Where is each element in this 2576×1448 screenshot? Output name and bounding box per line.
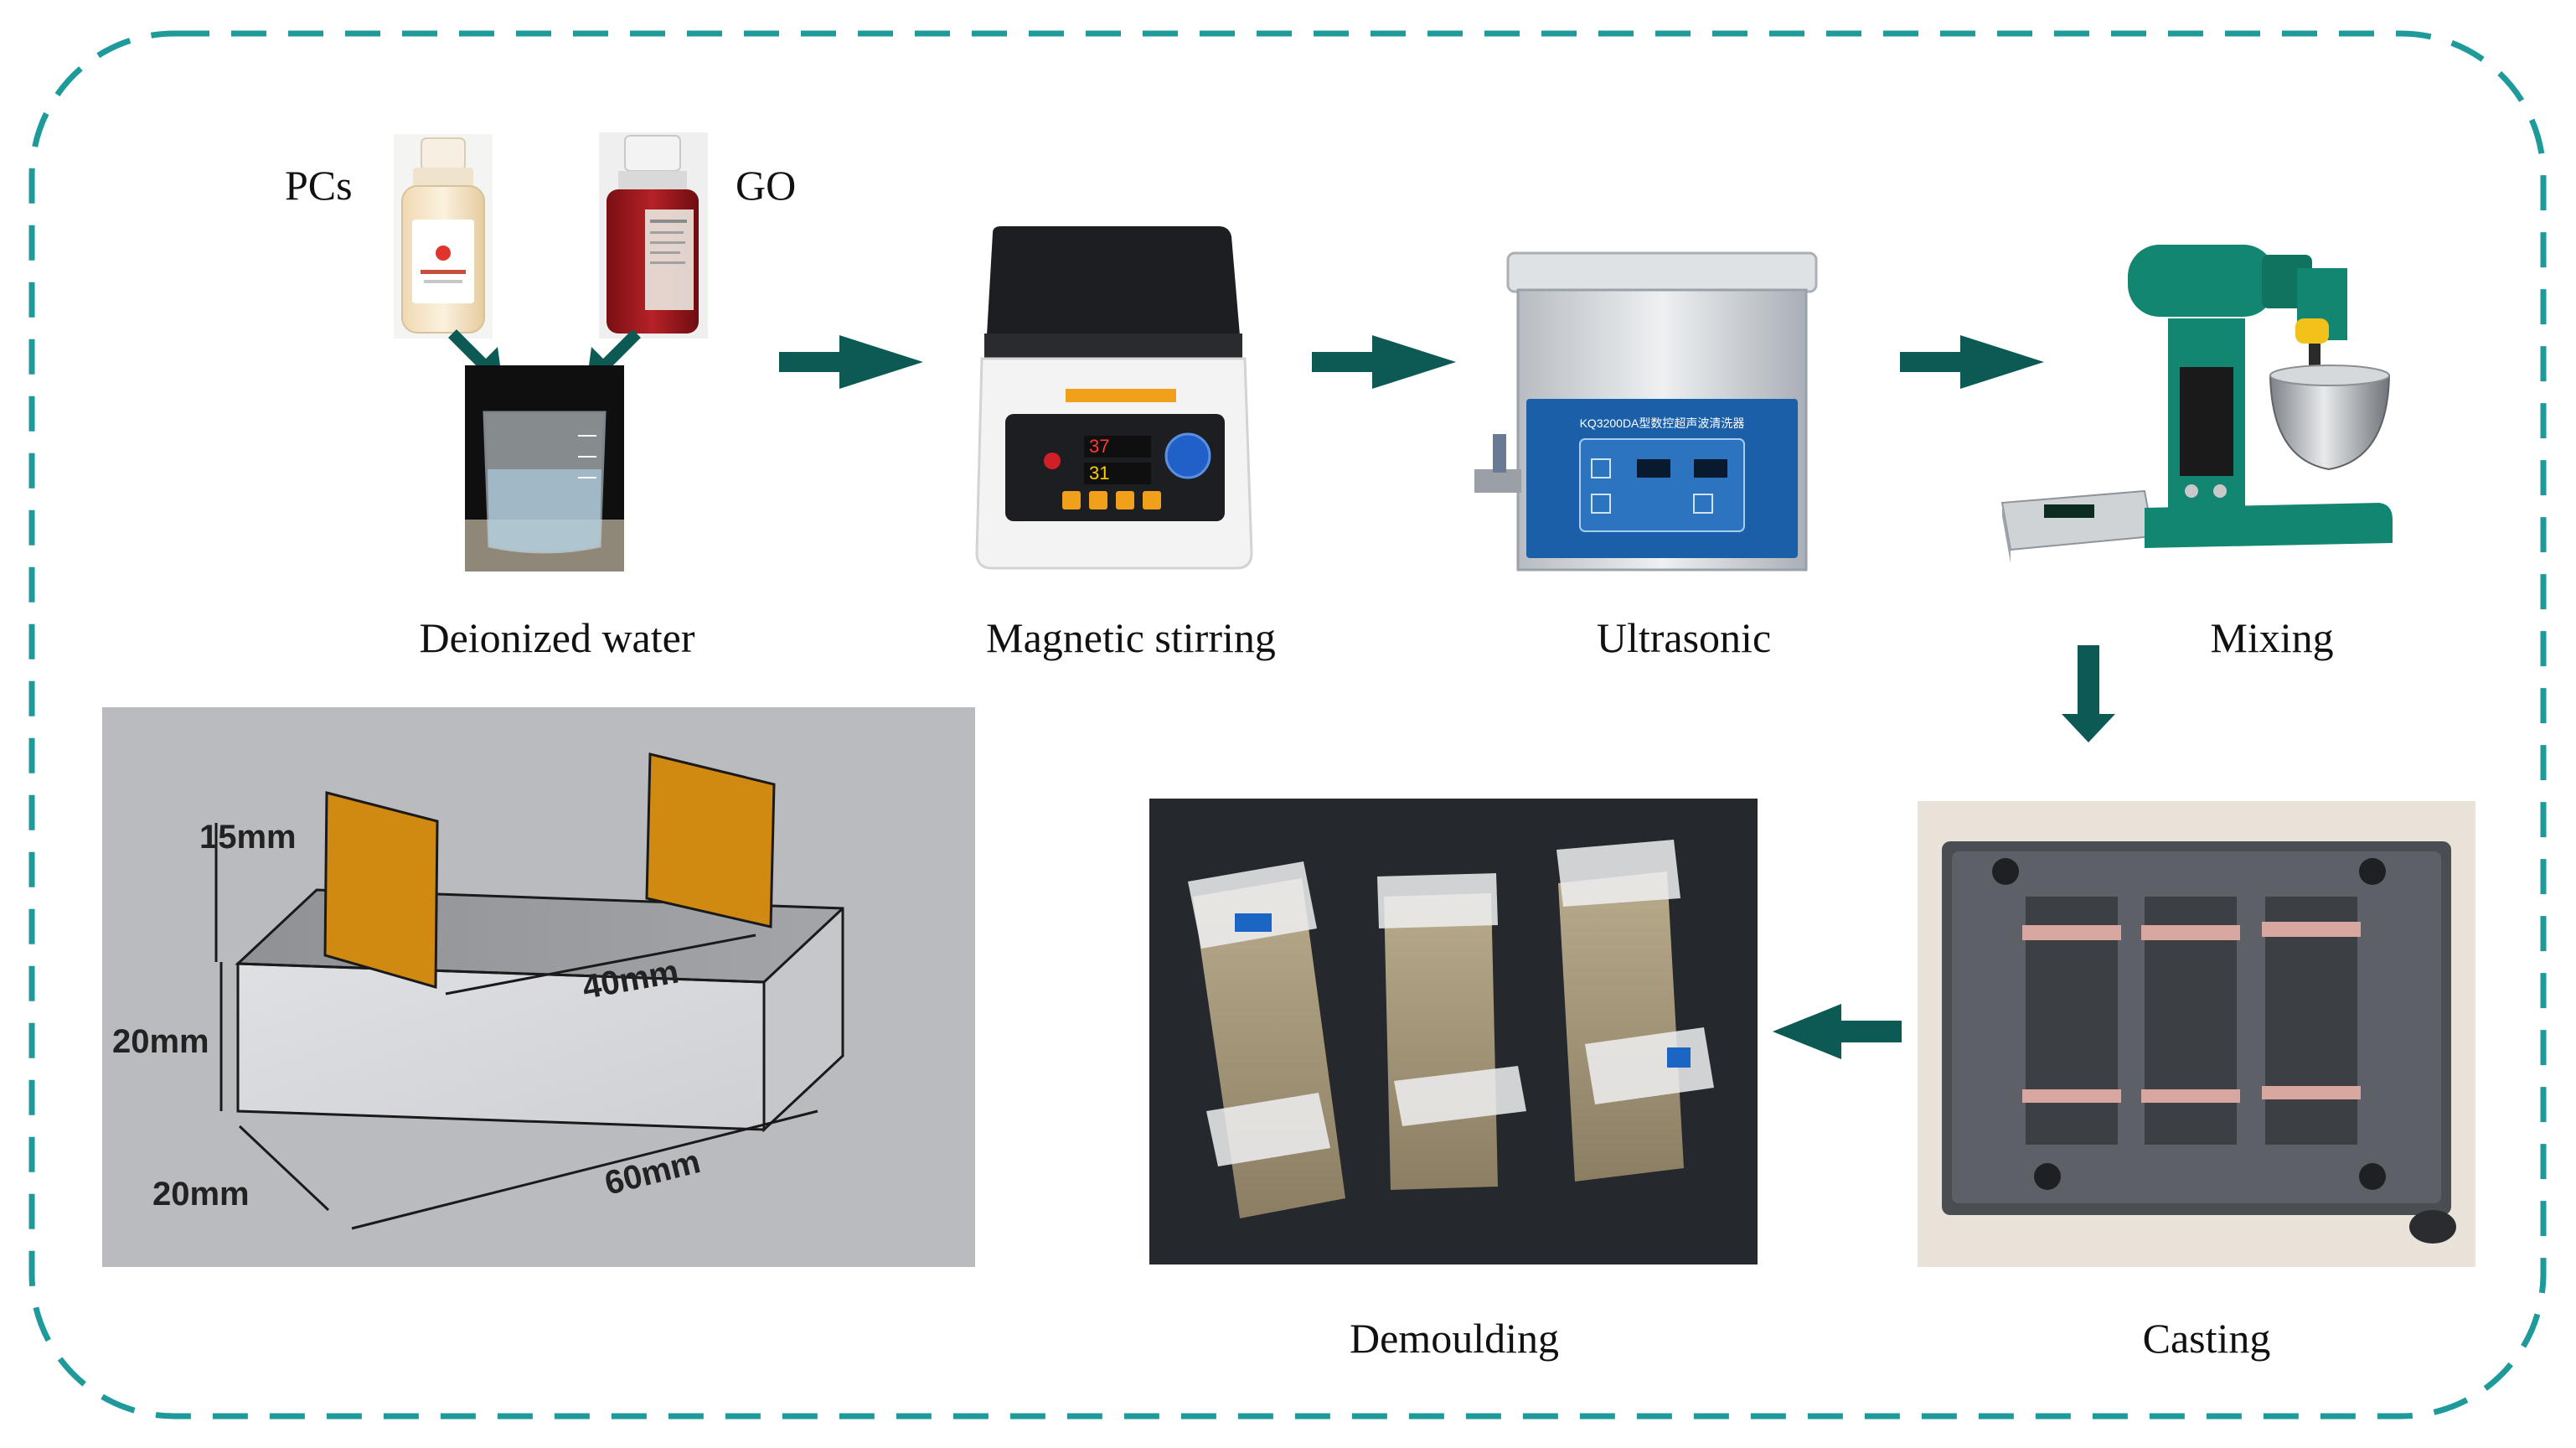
casting-mould-image [1918, 801, 2475, 1267]
mixing-label: Mixing [2210, 614, 2333, 661]
deionized-water-group: PCs GO Deionized water [285, 132, 796, 661]
pcs-bottle-image [394, 134, 493, 339]
pcs-label: PCs [285, 162, 353, 209]
left-electrode [323, 791, 439, 989]
demoulding-label: Demoulding [1350, 1315, 1559, 1362]
arrow-right-icon [1900, 335, 2044, 389]
height-label: 20mm [112, 1023, 209, 1060]
deionized-water-label: Deionized water [419, 614, 694, 661]
right-electrode [645, 752, 776, 928]
casting-label: Casting [2143, 1315, 2271, 1362]
arrow-down-icon [2062, 645, 2115, 742]
ultrasonic-label: Ultrasonic [1597, 614, 1771, 661]
arrow-left-icon [1773, 1004, 1902, 1059]
ultrasonic-panel-text: KQ3200DA型数控超声波清洗器 [1580, 416, 1745, 430]
dashed-border [28, 30, 2547, 1420]
go-label: GO [736, 162, 796, 209]
electrode-height-label: 15mm [199, 819, 297, 856]
svg-text:37: 37 [1089, 436, 1109, 457]
beaker-image [465, 365, 624, 571]
specimen-schematic: 15mm 40mm 20mm 20mm 60mm [102, 707, 975, 1267]
width-label: 20mm [152, 1176, 250, 1213]
svg-text:31: 31 [1089, 463, 1109, 484]
go-bottle-image [599, 132, 708, 339]
ultrasonic-cleaner-image: KQ3200DA型数控超声波清洗器 [1474, 251, 1818, 571]
mortar-mixer-image [2000, 245, 2393, 563]
demoulded-specimens-image [1149, 799, 1758, 1264]
arrow-right-icon [1312, 335, 1456, 389]
magnetic-stirring-label: Magnetic stirring [986, 614, 1276, 661]
magnetic-stirrer-image: 37 31 [975, 226, 1253, 570]
arrow-right-icon [779, 335, 923, 389]
